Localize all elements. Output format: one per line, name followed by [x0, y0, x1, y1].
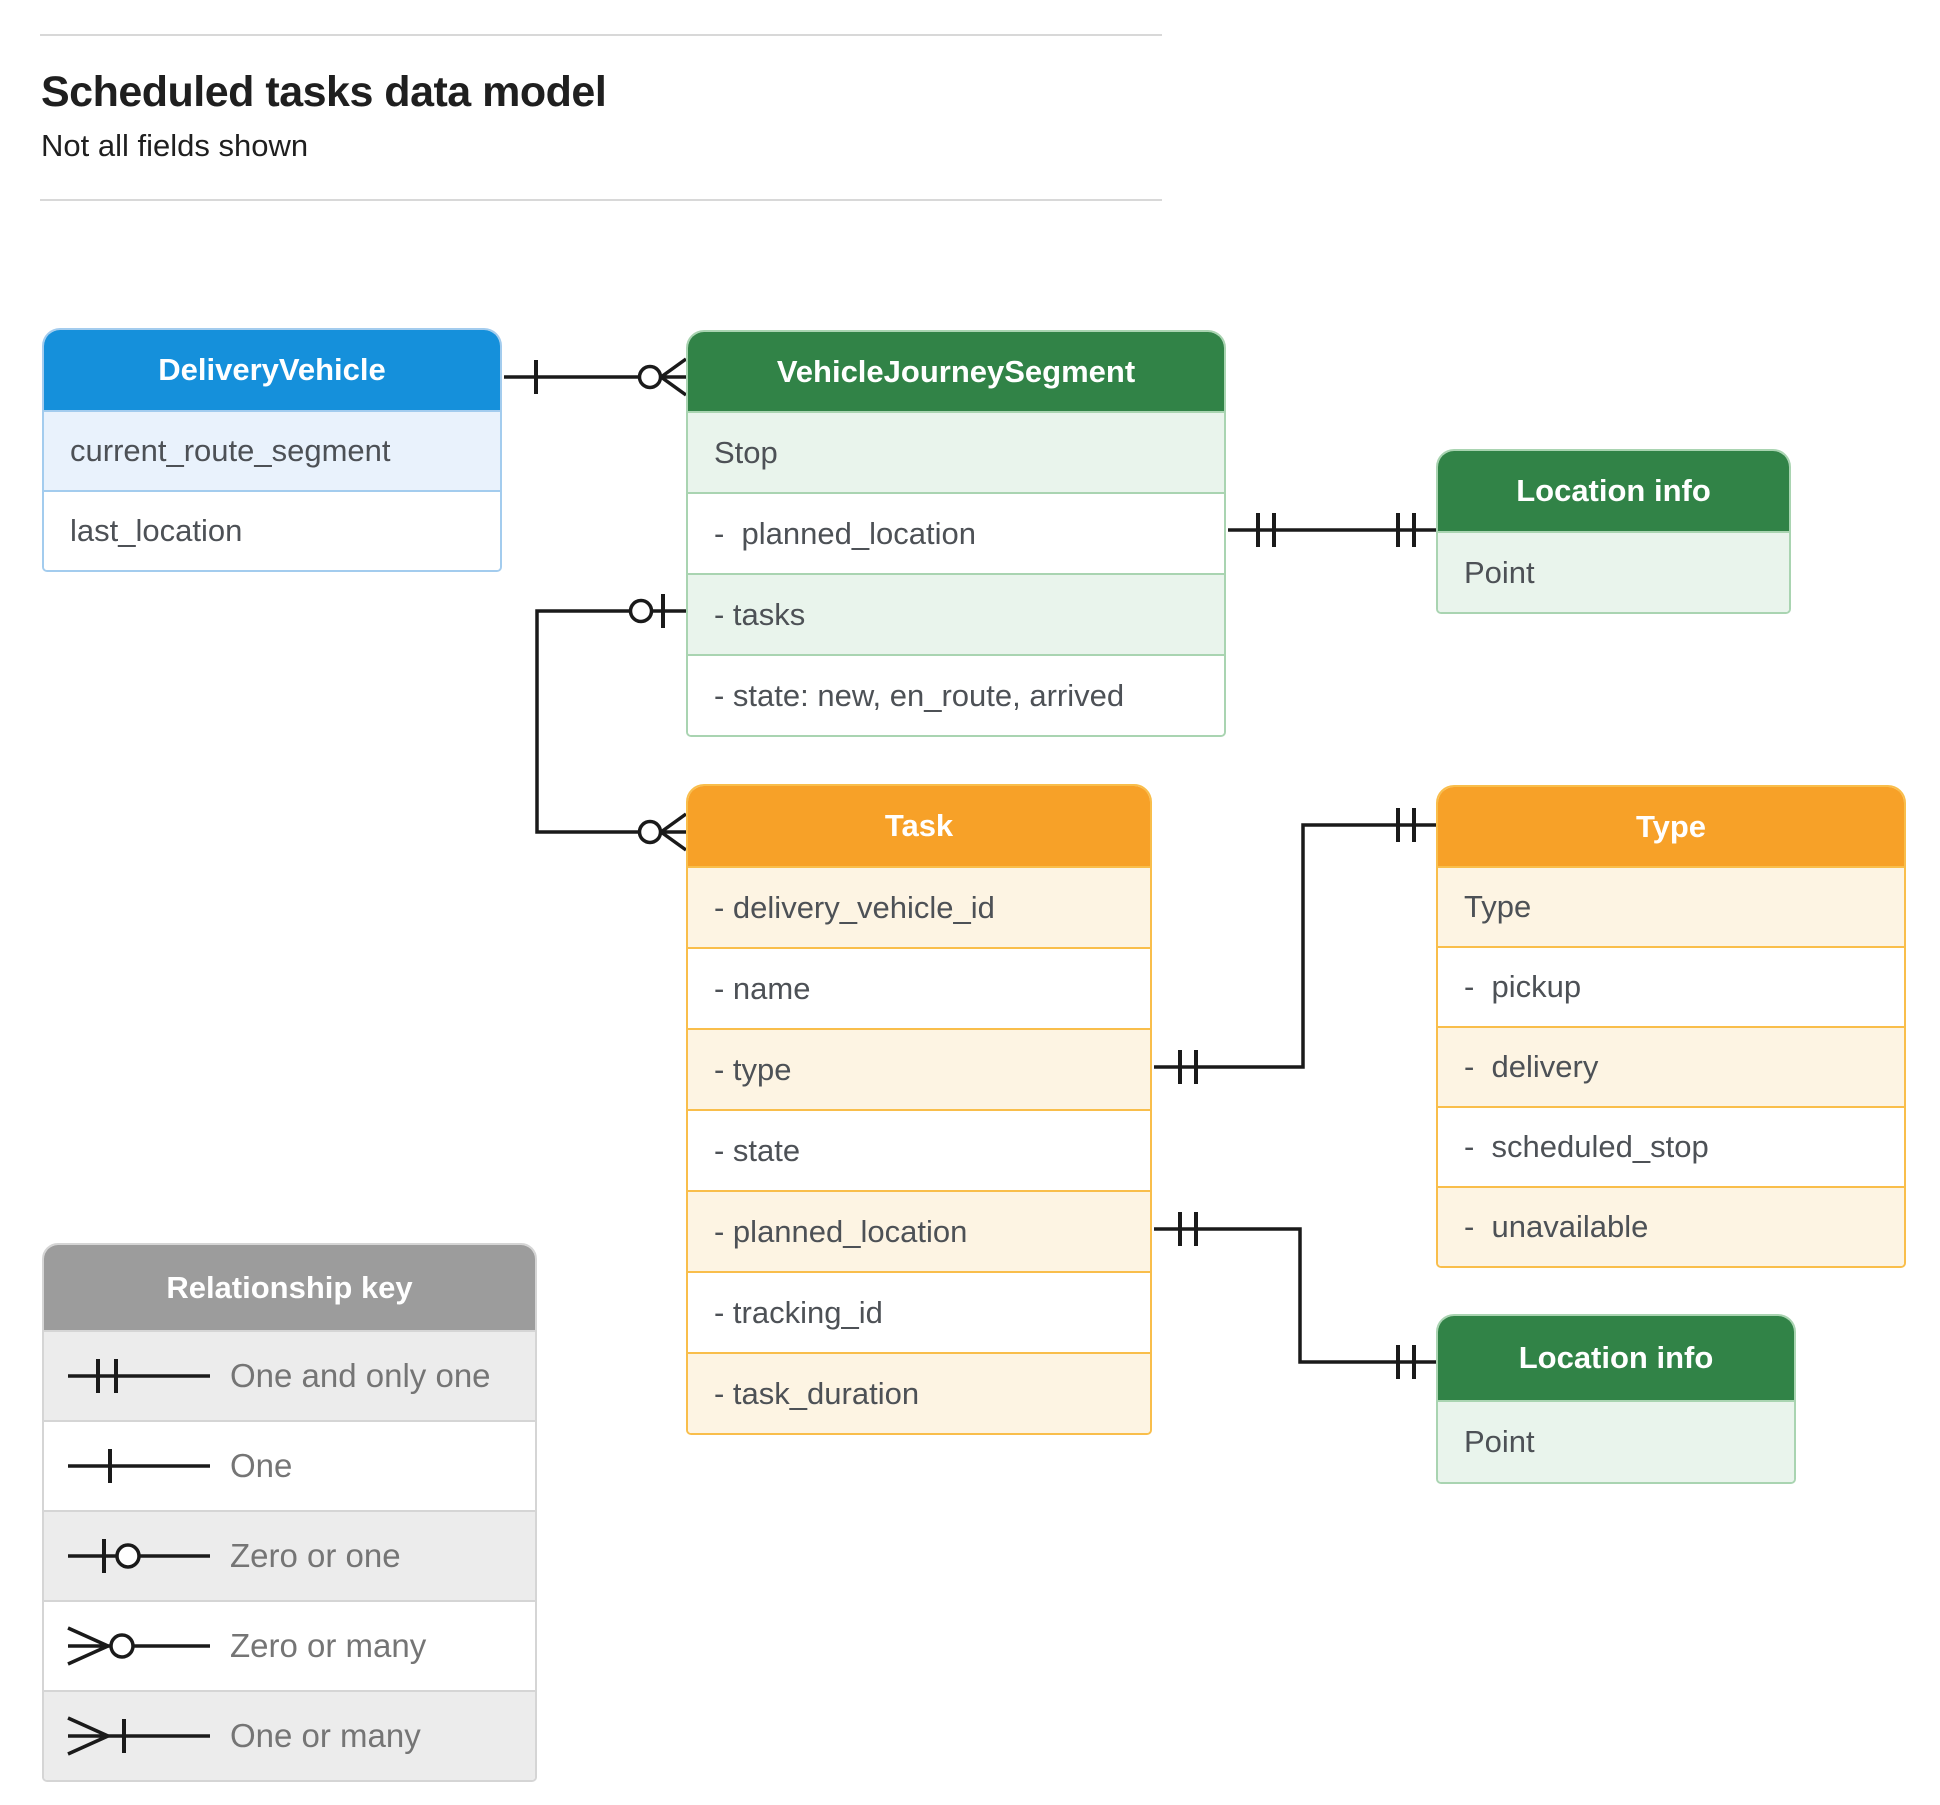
entity-type: Type Type - pickup - delivery - schedule…: [1436, 785, 1906, 1268]
top-divider: [40, 34, 1162, 36]
entity-task: Task - delivery_vehicle_id - name - type…: [686, 784, 1152, 1435]
entity-header: DeliveryVehicle: [44, 330, 500, 410]
field-row: - planned_location: [688, 492, 1224, 573]
field-row: - state: [688, 1109, 1150, 1190]
field-row: - pickup: [1438, 946, 1904, 1026]
field-row: - tracking_id: [688, 1271, 1150, 1352]
legend-item-one-or-many: One or many: [44, 1690, 535, 1780]
field-row: Stop: [688, 411, 1224, 492]
legend-item-label: One and only one: [230, 1357, 491, 1394]
field-row: last_location: [44, 490, 500, 570]
field-row: - scheduled_stop: [1438, 1106, 1904, 1186]
field-row: current_route_segment: [44, 410, 500, 490]
field-row: - tasks: [688, 573, 1224, 654]
entity-header: VehicleJourneySegment: [688, 332, 1224, 411]
connector-task-type: [1154, 808, 1436, 1084]
entity-delivery-vehicle: DeliveryVehicle current_route_segment la…: [42, 328, 502, 572]
entity-vehicle-journey-segment: VehicleJourneySegment Stop - planned_loc…: [686, 330, 1226, 737]
one-icon: [68, 1449, 210, 1483]
legend-item-one: One: [44, 1420, 535, 1510]
field-row: - delivery_vehicle_id: [688, 866, 1150, 947]
zero-or-one-icon: [68, 1539, 210, 1573]
zero-or-many-icon: [67, 1626, 210, 1666]
connector-vehiclejourneysegment-locationinfo: [1228, 513, 1436, 547]
legend-item-label: Zero or many: [230, 1627, 427, 1664]
field-row: - state: new, en_route, arrived: [688, 654, 1224, 735]
one-and-only-one-icon: [68, 1359, 210, 1393]
subtitle-divider: [40, 199, 1162, 201]
field-row: - name: [688, 947, 1150, 1028]
field-row: Point: [1438, 531, 1789, 612]
relationship-key-header: Relationship key: [44, 1245, 535, 1330]
legend-item-one-and-only-one: One and only one: [44, 1330, 535, 1420]
entity-header: Task: [688, 786, 1150, 866]
relationship-key: Relationship key One and only one One Ze…: [42, 1243, 537, 1782]
one-or-many-icon: [67, 1716, 210, 1756]
entity-header: Type: [1438, 787, 1904, 866]
page-title: Scheduled tasks data model: [41, 68, 607, 116]
entity-location-info-bottom: Location info Point: [1436, 1314, 1796, 1484]
page-subtitle: Not all fields shown: [41, 128, 309, 163]
field-row: Point: [1438, 1400, 1794, 1482]
field-row: - task_duration: [688, 1352, 1150, 1433]
legend-item-label: Zero or one: [230, 1537, 401, 1574]
legend-item-zero-or-one: Zero or one: [44, 1510, 535, 1600]
legend-item-label: One: [230, 1447, 293, 1484]
field-row: - unavailable: [1438, 1186, 1904, 1266]
connector-vehiclejourneysegment-task: [535, 594, 688, 852]
legend-item-zero-or-many: Zero or many: [44, 1600, 535, 1690]
entity-location-info-top: Location info Point: [1436, 449, 1791, 614]
connector-task-locationinfo: [1154, 1212, 1436, 1379]
entity-header: Location info: [1438, 451, 1789, 531]
field-row: - type: [688, 1028, 1150, 1109]
field-row: - planned_location: [688, 1190, 1150, 1271]
field-row: Type: [1438, 866, 1904, 946]
connector-deliveryvehicle-vehiclejourneysegment: [504, 357, 688, 397]
field-row: - delivery: [1438, 1026, 1904, 1106]
legend-item-label: One or many: [230, 1717, 421, 1754]
entity-header: Location info: [1438, 1316, 1794, 1400]
